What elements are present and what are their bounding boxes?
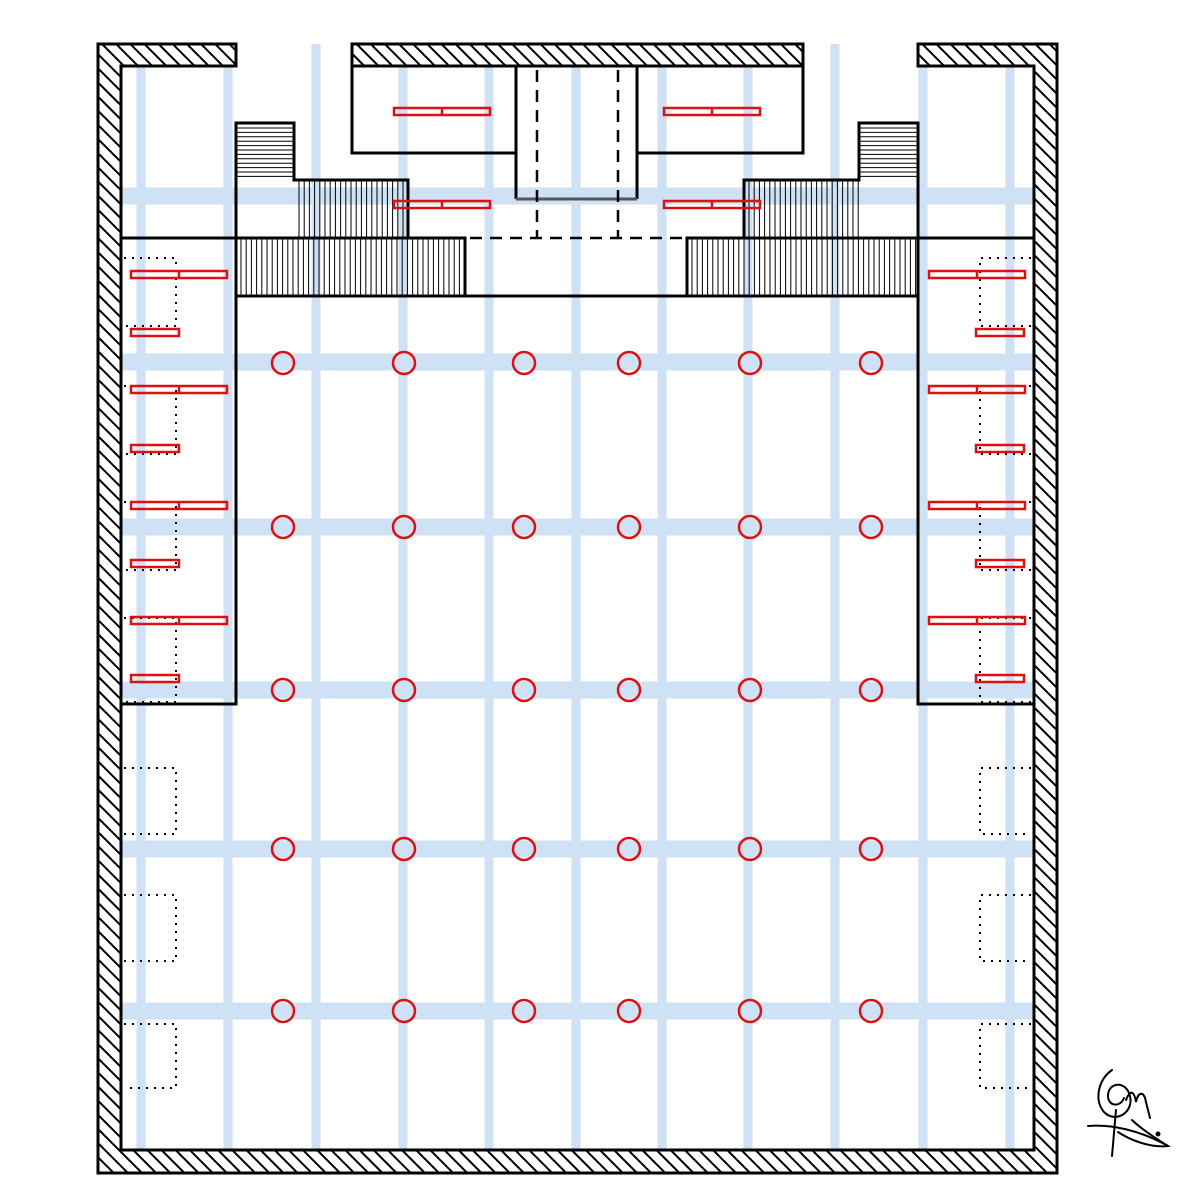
column-r2-c4 <box>616 514 642 540</box>
column-r2-c3 <box>511 514 537 540</box>
column-r2-c2 <box>391 514 417 540</box>
fixture-left-short <box>129 327 181 338</box>
fixture-left-short <box>129 558 181 569</box>
right-landing <box>685 236 918 298</box>
column-r4-c6 <box>858 836 884 862</box>
column-r5-c1 <box>270 998 296 1024</box>
column-r1-c6 <box>858 350 884 376</box>
column-r2-c5 <box>737 514 763 540</box>
dotted-bay-left <box>124 1023 177 1089</box>
fixture-left-short <box>129 673 181 684</box>
column-r4-c5 <box>737 836 763 862</box>
dotted-bay-left <box>124 257 177 327</box>
top-center-wall <box>350 42 805 68</box>
dotted-bay-right <box>979 1023 1031 1089</box>
column-r3-c3 <box>511 677 537 703</box>
red-fixtures <box>129 106 1027 684</box>
column-r5-c6 <box>858 998 884 1024</box>
column-r5-c5 <box>737 998 763 1024</box>
column-r2-c6 <box>858 514 884 540</box>
dotted-bay-left <box>124 894 177 962</box>
fixture-right-short <box>974 673 1026 684</box>
column-r5-c2 <box>391 998 417 1024</box>
column-r3-c2 <box>391 677 417 703</box>
left-upper-room <box>121 236 238 706</box>
dotted-bay-right <box>979 767 1031 835</box>
column-r5-c4 <box>616 998 642 1024</box>
top-center-block <box>350 66 805 155</box>
fixture-left-short <box>129 443 181 454</box>
column-r3-c5 <box>737 677 763 703</box>
column-r1-c4 <box>616 350 642 376</box>
column-r3-c6 <box>858 677 884 703</box>
column-r4-c3 <box>511 836 537 862</box>
dotted-bay-left <box>124 767 177 835</box>
column-r1-c2 <box>391 350 417 376</box>
column-r3-c1 <box>270 677 296 703</box>
stairs <box>236 127 918 296</box>
column-r1-c3 <box>511 350 537 376</box>
fixture-right-short <box>974 443 1026 454</box>
fixture-right-short <box>974 327 1026 338</box>
right-upper-room <box>916 236 1034 706</box>
right-stair-block <box>742 121 920 238</box>
column-r4-c4 <box>616 836 642 862</box>
column-r5-c3 <box>511 998 537 1024</box>
columns <box>270 350 884 1024</box>
dotted-bay-right <box>979 894 1031 962</box>
dashed-lines <box>410 70 744 240</box>
signature-mark <box>1087 1069 1171 1157</box>
dotted-bay-right <box>979 257 1031 327</box>
column-r1-c1 <box>270 350 296 376</box>
structural-grid <box>98 44 1057 1173</box>
column-r1-c5 <box>737 350 763 376</box>
fixture-right-short <box>974 558 1026 569</box>
outer-wall-main <box>96 42 1059 1175</box>
outer-walls <box>96 42 1059 1175</box>
column-r3-c4 <box>616 677 642 703</box>
column-r2-c1 <box>270 514 296 540</box>
left-stair-block <box>234 121 410 238</box>
column-r4-c2 <box>391 836 417 862</box>
column-r4-c1 <box>270 836 296 862</box>
